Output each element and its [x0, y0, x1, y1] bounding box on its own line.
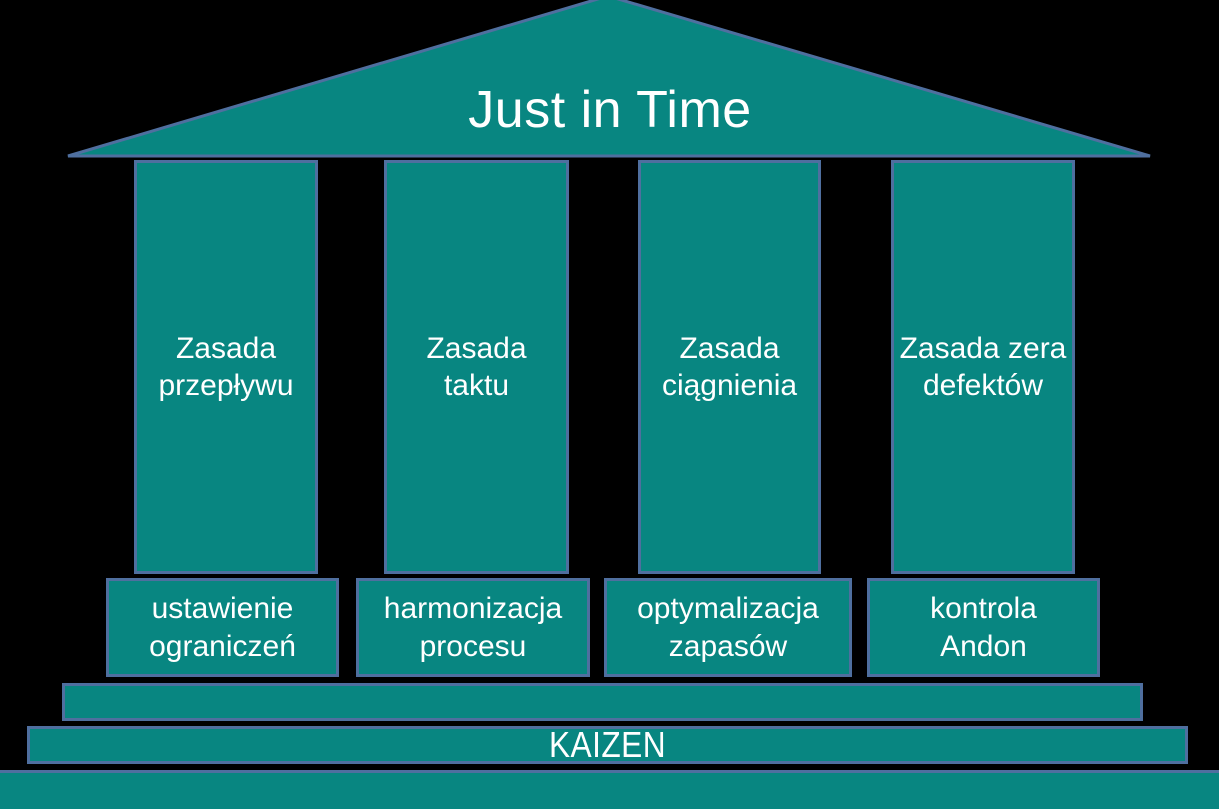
roof-triangle — [67, 0, 1151, 158]
pillar-label: Zasada zera defektów — [899, 331, 1067, 402]
foundation-bar-kaizen: KAIZEN — [27, 726, 1188, 764]
foundation-bar-bottom — [0, 770, 1219, 809]
pillar-base-optymalizacja-zapasow: optymalizacja zapasów — [604, 578, 852, 677]
pillar-zasada-przeplywu: Zasada przepływu — [134, 160, 318, 574]
pillar-label: Zasada taktu — [426, 331, 527, 402]
pillar-label: Zasada ciągnienia — [661, 331, 798, 402]
kaizen-label: KAIZEN — [548, 724, 667, 765]
base-label: optymalizacja zapasów — [637, 592, 819, 663]
base-label: harmonizacja procesu — [383, 592, 563, 663]
roof-triangle-shape — [67, 0, 1151, 158]
pillar-zasada-zera-defektow: Zasada zera defektów — [891, 160, 1075, 574]
base-label: ustawienie ograniczeń — [149, 592, 296, 663]
pillar-base-kontrola-andon: kontrola Andon — [867, 578, 1100, 677]
pillar-label: Zasada przepływu — [158, 331, 294, 402]
pillar-zasada-taktu: Zasada taktu — [384, 160, 569, 574]
pillar-base-harmonizacja-procesu: harmonizacja procesu — [356, 578, 590, 677]
pillar-zasada-ciagniecia: Zasada ciągnienia — [638, 160, 821, 574]
foundation-bar-top — [62, 683, 1143, 721]
diagram-title: Just in Time — [468, 81, 752, 139]
pillar-base-ustawienie-ograniczen: ustawienie ograniczeń — [106, 578, 339, 677]
base-label: kontrola Andon — [930, 592, 1037, 663]
